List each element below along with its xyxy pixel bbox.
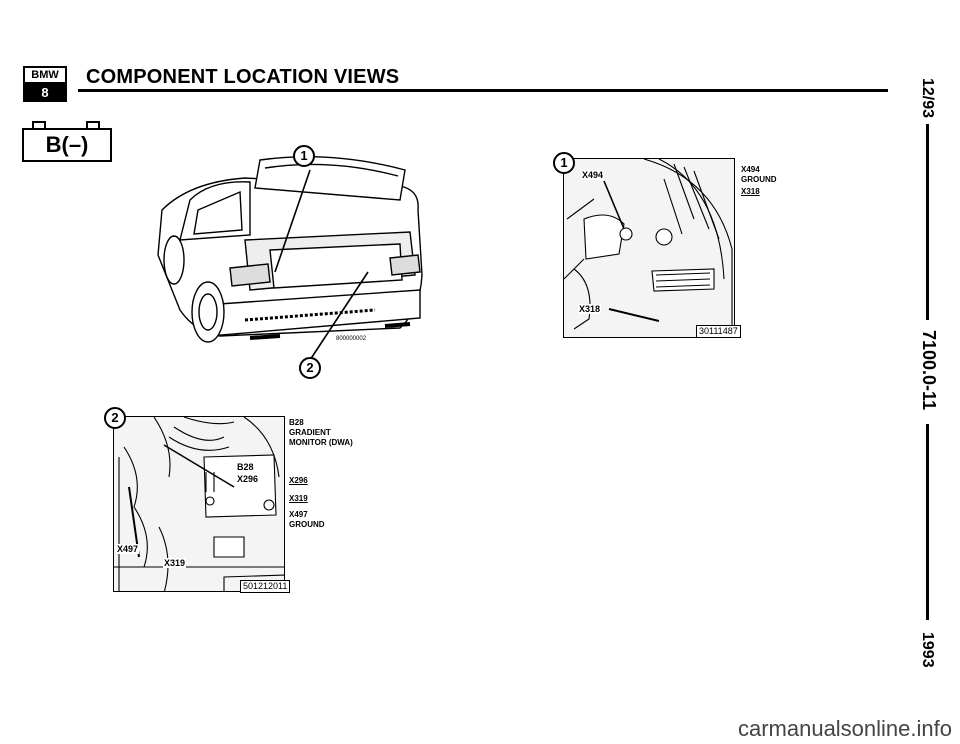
figure-2-side-x296: X296: [289, 476, 308, 485]
car-callout-2: 2: [299, 357, 321, 379]
figure-1-side-ground: GROUND: [741, 175, 777, 184]
figure-1-label-x318: X318: [578, 304, 602, 314]
figure-1-label-x494: X494: [581, 170, 605, 180]
bmw-8-series-logo: BMW 8: [23, 66, 67, 102]
side-page-code: 7100.0-11: [919, 330, 939, 411]
battery-terminal-right: [86, 121, 100, 129]
figure-2-ref: 501212011: [240, 580, 291, 593]
site-watermark: carmanualsonline.info: [737, 716, 952, 741]
figure-2-side-gradient: GRADIENT: [289, 428, 331, 437]
figure-1-side-x494: X494: [741, 165, 760, 174]
car-callout-1: 1: [293, 145, 315, 167]
battery-ground-symbol: B(–): [22, 128, 112, 162]
figure-2-photo: [113, 416, 285, 592]
figure-2-drawing: [114, 417, 284, 591]
figure-2-label-x296: X296: [236, 474, 260, 484]
figure-1-side-x318: X318: [741, 187, 760, 196]
side-rule-2: [926, 424, 929, 620]
car-figure-ref: 800000002: [336, 336, 367, 342]
battery-terminal-left: [32, 121, 46, 129]
figure-2-label-b28: B28: [236, 462, 255, 472]
title-rule: [78, 89, 888, 92]
side-rule-1: [926, 124, 929, 320]
figure-2-side-ground: GROUND: [289, 520, 325, 529]
car-rear-illustration: [150, 140, 440, 380]
logo-bmw-text: BMW: [25, 68, 65, 84]
figure-2-label-x497: X497: [116, 544, 140, 554]
figure-1-callout: 1: [553, 152, 575, 174]
logo-series-text: 8: [25, 84, 65, 102]
figure-1-ref: 30111487: [696, 325, 741, 338]
side-date: 12/93: [919, 78, 936, 119]
page-title: COMPONENT LOCATION VIEWS: [86, 66, 400, 88]
figure-2-side-x497: X497: [289, 510, 308, 519]
figure-2-side-monitor: MONITOR (DWA): [289, 438, 353, 447]
figure-2-label-x319: X319: [163, 558, 187, 568]
figure-2-side-b28: B28: [289, 418, 304, 427]
figure-1-drawing: [564, 159, 733, 337]
figure-2-callout: 2: [104, 407, 126, 429]
figure-2-side-x319: X319: [289, 494, 308, 503]
car-drawing: [157, 155, 423, 361]
side-year: 1993: [919, 632, 936, 668]
